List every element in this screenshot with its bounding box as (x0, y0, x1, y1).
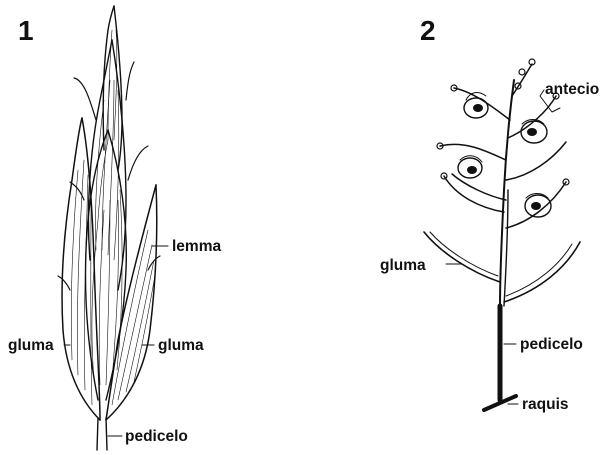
panel-2: 2 (380, 15, 599, 413)
panel-1: 1 (8, 6, 221, 450)
label-pedicelo-1: pedicelo (125, 428, 188, 445)
label-gluma-right: gluma (158, 337, 204, 354)
spikelet-pedicel (97, 418, 107, 450)
label-gluma-2: gluma (380, 257, 426, 274)
glume-right (504, 242, 580, 302)
right-glume-shape (106, 185, 157, 420)
left-glume-shape (62, 118, 100, 420)
label-gluma-left: gluma (8, 337, 54, 354)
lemma-shapes (58, 6, 160, 400)
panel-1-number: 1 (18, 15, 34, 46)
glume-left (424, 232, 500, 282)
label-lemma: lemma (172, 238, 221, 255)
floret-3 (458, 156, 482, 178)
panel-2-number: 2 (420, 15, 436, 46)
bud-tips (437, 59, 569, 185)
label-antecio: antecio (545, 81, 599, 98)
inflorescence-drawing (424, 59, 580, 410)
floret-2 (521, 120, 547, 144)
label-pedicelo-2: pedicelo (520, 336, 583, 353)
spikelet-drawing (58, 6, 168, 450)
label-raquis: raquis (522, 396, 569, 413)
